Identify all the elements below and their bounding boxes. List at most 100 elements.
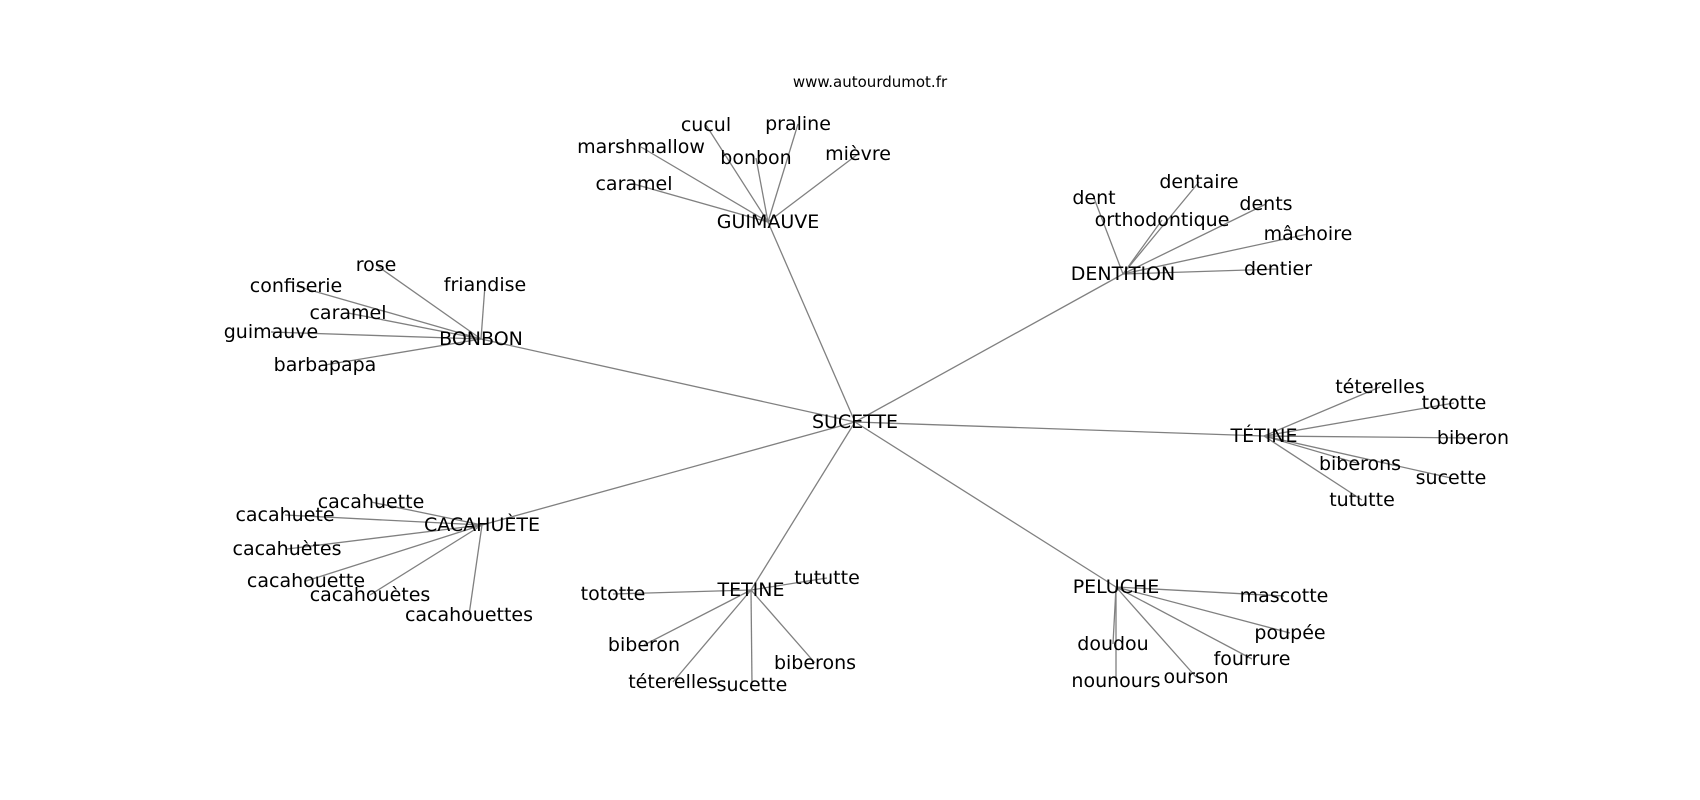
node-hub-dentition[interactable]: DENTITION	[1071, 263, 1175, 285]
node-word-tetine-biberon[interactable]: biberon	[608, 634, 680, 656]
node-word-tetine-accent-biberon[interactable]: biberon	[1437, 427, 1509, 449]
edge-tetine-sucette	[750, 589, 753, 686]
node-word-tetine-tututte[interactable]: tututte	[794, 567, 860, 589]
node-word-tetine-biberons[interactable]: biberons	[774, 652, 856, 674]
edge-guimauve-caramel	[633, 183, 769, 223]
edge-bonbon-confiserie	[295, 285, 482, 340]
node-word-peluche-nounours[interactable]: nounours	[1071, 670, 1160, 692]
edge-tetine-biberons	[750, 589, 816, 664]
edge-dentition-dent	[1093, 197, 1124, 275]
edge-layer	[270, 123, 1474, 686]
node-word-bonbon-rose[interactable]: rose	[356, 254, 397, 276]
edge-guimauve-mievre	[767, 153, 859, 223]
node-hub-bonbon[interactable]: BONBON	[439, 328, 523, 350]
edge-center-guimauve	[767, 221, 856, 423]
edge-center-tetine	[750, 421, 856, 591]
node-word-tetine-accent-teterelles[interactable]: téterelles	[1335, 376, 1425, 398]
node-word-dentition-dentaire[interactable]: dentaire	[1159, 171, 1238, 193]
edge-bonbon-rose	[375, 264, 482, 340]
edge-peluche-fourrure	[1115, 586, 1253, 660]
edge-tetine-accent-sucette	[1263, 435, 1452, 479]
node-hub-cacahuete[interactable]: CACAHUÈTE	[424, 513, 540, 536]
edge-center-dentition	[854, 273, 1124, 423]
node-word-tetine-accent-sucette[interactable]: sucette	[1416, 467, 1487, 489]
node-word-peluche-mascotte[interactable]: mascotte	[1240, 585, 1329, 607]
edge-cacahuete-cacahouette	[305, 524, 483, 582]
node-word-guimauve-cucul[interactable]: cucul	[681, 114, 731, 136]
edge-cacahuete-cacahuete	[284, 514, 483, 526]
node-word-guimauve-mievre[interactable]: mièvre	[825, 143, 891, 165]
edge-bonbon-friandise	[480, 284, 486, 340]
node-word-guimauve-bonbon[interactable]: bonbon	[720, 147, 791, 169]
edge-center-cacahuete	[481, 421, 856, 526]
node-word-guimauve-marshmallow[interactable]: marshmallow	[577, 136, 705, 158]
edge-dentition-orthodontique	[1122, 219, 1163, 275]
node-center-sucette[interactable]: SUCETTE	[812, 411, 898, 433]
node-word-tetine-accent-tututte[interactable]: tututte	[1329, 489, 1395, 511]
edge-tetine-biberon	[643, 589, 752, 646]
node-word-guimauve-caramel[interactable]: caramel	[595, 173, 672, 195]
edge-dentition-dents	[1122, 203, 1267, 275]
edge-dentition-dentaire	[1122, 181, 1200, 275]
edge-peluche-mascotte	[1115, 586, 1285, 597]
edge-tetine-tututte	[750, 577, 828, 591]
node-hub-tetine[interactable]: TETINE	[716, 579, 784, 601]
edge-tetine-teterelles	[672, 589, 752, 683]
node-word-dentition-dent[interactable]: dent	[1072, 187, 1115, 209]
node-word-tetine-tototte[interactable]: tototte	[581, 583, 646, 605]
edge-guimauve-marshmallow	[640, 146, 769, 223]
edge-guimauve-cucul	[705, 124, 769, 223]
edge-peluche-ourson	[1115, 586, 1197, 678]
edge-center-tetine-accent	[854, 421, 1265, 437]
node-word-bonbon-guimauve[interactable]: guimauve	[224, 321, 319, 343]
node-word-guimauve-praline[interactable]: praline	[765, 113, 831, 135]
node-word-tetine-teterelles[interactable]: téterelles	[628, 671, 718, 693]
edge-dentition-dentier	[1122, 268, 1279, 275]
edge-tetine-accent-tututte	[1263, 435, 1363, 501]
node-word-peluche-ourson[interactable]: ourson	[1163, 666, 1228, 688]
node-word-dentition-machoire[interactable]: mâchoire	[1264, 223, 1353, 245]
edge-tetine-accent-biberon	[1263, 435, 1474, 439]
node-word-cacahuete-cacahouette[interactable]: cacahouette	[247, 570, 365, 592]
edge-tetine-tototte	[612, 589, 752, 595]
node-word-peluche-fourrure[interactable]: fourrure	[1214, 648, 1291, 670]
node-word-cacahuete-cacahouettes[interactable]: cacahouettes	[405, 604, 533, 626]
edge-bonbon-caramel	[347, 312, 482, 340]
edge-tetine-accent-teterelles	[1263, 386, 1381, 437]
node-word-cacahuete-cacahuette[interactable]: cacahuette	[318, 491, 425, 513]
node-word-tetine-sucette[interactable]: sucette	[717, 674, 788, 696]
node-word-dentition-orthodontique[interactable]: orthodontique	[1095, 209, 1230, 231]
node-hub-guimauve[interactable]: GUIMAUVE	[717, 211, 820, 233]
node-word-dentition-dentier[interactable]: dentier	[1244, 258, 1312, 280]
edge-bonbon-guimauve	[270, 331, 482, 340]
node-word-bonbon-barbapapa[interactable]: barbapapa	[274, 354, 377, 376]
edge-cacahuete-cacahuette	[370, 501, 483, 526]
label-layer: SUCETTE GUIMAUVE cucul praline marshmallow bo…	[224, 113, 1509, 696]
node-word-cacahuete-cacahouetes[interactable]: cacahouètes	[310, 584, 431, 606]
edge-peluche-poupee	[1115, 586, 1291, 634]
edge-guimauve-praline	[767, 123, 799, 223]
edge-dentition-machoire	[1122, 233, 1309, 275]
edge-center-peluche	[854, 421, 1117, 588]
node-word-cacahuete-cacahuete[interactable]: cacahuete	[235, 504, 334, 526]
edge-cacahuete-cacahouetes	[369, 524, 483, 596]
node-word-bonbon-confiserie[interactable]: confiserie	[250, 275, 342, 297]
node-word-cacahuete-cacahuetes[interactable]: cacahuètes	[233, 538, 342, 560]
node-word-tetine-accent-tototte[interactable]: tototte	[1422, 392, 1487, 414]
site-url-label: www.autourdumot.fr	[793, 73, 948, 91]
edge-bonbon-barbapapa	[324, 338, 482, 366]
node-word-peluche-poupee[interactable]: poupée	[1254, 622, 1325, 644]
node-word-bonbon-caramel[interactable]: caramel	[309, 302, 386, 324]
node-hub-tetine-accent[interactable]: TÉTINE	[1229, 424, 1297, 447]
edge-cacahuete-cacahuetes	[286, 524, 483, 550]
node-hub-peluche[interactable]: PELUCHE	[1073, 576, 1160, 598]
node-word-tetine-accent-biberons[interactable]: biberons	[1319, 453, 1401, 475]
edge-guimauve-bonbon	[755, 157, 769, 223]
edge-center-bonbon	[480, 338, 856, 423]
edge-tetine-accent-tototte	[1263, 402, 1455, 437]
edge-tetine-accent-biberons	[1263, 435, 1361, 465]
node-word-bonbon-friandise[interactable]: friandise	[444, 274, 526, 296]
node-word-peluche-doudou[interactable]: doudou	[1077, 633, 1148, 655]
node-word-dentition-dents[interactable]: dents	[1239, 193, 1292, 215]
